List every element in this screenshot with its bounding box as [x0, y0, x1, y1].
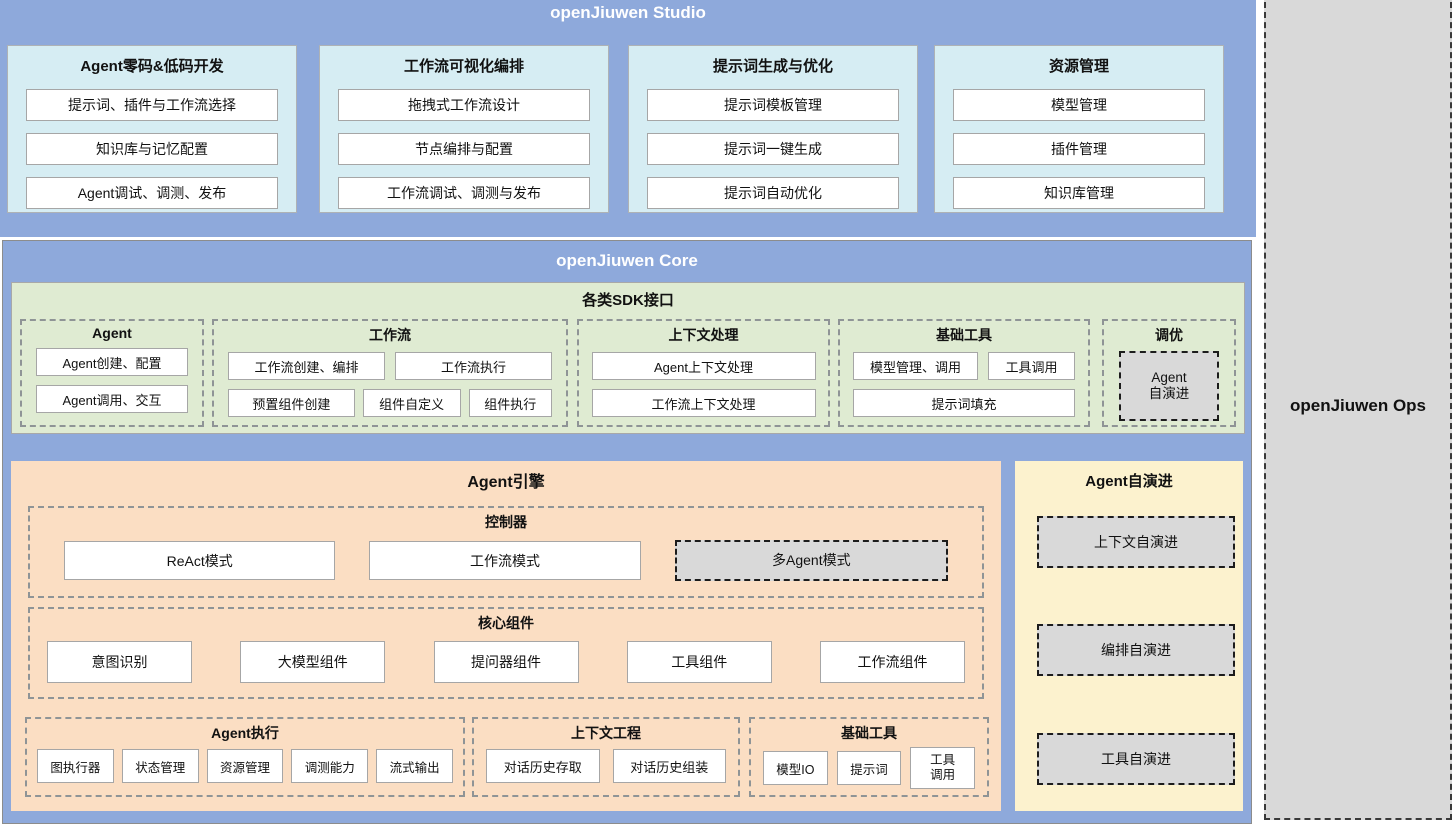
card-item: 知识库管理: [953, 177, 1205, 209]
evolution-item: 工具自演进: [1037, 733, 1235, 785]
card-item: 工作流调试、调测与发布: [338, 177, 590, 209]
group-title: 调优: [1155, 327, 1183, 343]
context-engineering-item: 对话历史组装: [612, 749, 726, 783]
card-item: 提示词、插件与工作流选择: [26, 89, 278, 121]
sdk-item: 工作流执行: [395, 352, 552, 380]
card-items: 提示词、插件与工作流选择 知识库与记忆配置 Agent调试、调测、发布: [26, 89, 278, 209]
evolution-section: Agent自演进 上下文自演进 编排自演进 工具自演进: [1015, 461, 1243, 811]
sdk-item: Agent调用、交互: [36, 385, 188, 413]
card-items: 拖拽式工作流设计 节点编排与配置 工作流调试、调测与发布: [338, 89, 590, 209]
studio-title: openJiuwen Studio: [550, 3, 706, 22]
sdk-item: 工具调用: [988, 352, 1075, 380]
component-item: 提问器组件: [433, 641, 579, 683]
card-title: 工作流可视化编排: [403, 58, 524, 75]
card-title: 提示词生成与优化: [712, 58, 833, 75]
sdk-group-tuning: 调优 Agent 自演进: [1102, 319, 1236, 427]
evolution-item: 上下文自演进: [1037, 516, 1235, 568]
card-item: Agent调试、调测、发布: [26, 177, 278, 209]
sdk-group-agent: Agent Agent创建、配置 Agent调用、交互: [20, 319, 204, 427]
group-title: Agent: [92, 325, 132, 341]
group-title: 上下文工程: [571, 725, 641, 741]
sdk-item: 组件自定义: [362, 389, 461, 417]
engine-group-components: 核心组件 意图识别 大模型组件 提问器组件 工具组件 工作流组件: [28, 607, 984, 699]
basic-tool-item: 工具 调用: [910, 747, 976, 789]
card-item: 知识库与记忆配置: [26, 133, 278, 165]
group-title: 控制器: [485, 514, 527, 530]
component-item: 意图识别: [47, 641, 192, 683]
sdk-item: 模型管理、调用: [853, 352, 979, 380]
execution-item: 流式输出: [376, 749, 453, 783]
card-item: 拖拽式工作流设计: [338, 89, 590, 121]
card-prompt-optimization: 提示词生成与优化 提示词模板管理 提示词一键生成 提示词自动优化: [628, 45, 918, 213]
group-title: 基础工具: [841, 725, 897, 741]
card-title: 资源管理: [1048, 58, 1109, 75]
basic-tool-item: 模型IO: [763, 751, 828, 785]
card-resource-management: 资源管理 模型管理 插件管理 知识库管理: [934, 45, 1224, 213]
card-item: 提示词一键生成: [647, 133, 899, 165]
sdk-group-context: 上下文处理 Agent上下文处理 工作流上下文处理: [577, 319, 830, 427]
execution-item: 图执行器: [37, 749, 114, 783]
group-title: 上下文处理: [668, 327, 739, 343]
controller-item: 工作流模式: [369, 541, 641, 580]
sdk-item-agent-self-evolution: Agent 自演进: [1119, 351, 1219, 421]
execution-item: 状态管理: [121, 749, 199, 783]
sdk-title: 各类SDK接口: [582, 292, 674, 309]
card-item: 模型管理: [953, 89, 1205, 121]
card-item: 节点编排与配置: [338, 133, 590, 165]
engine-title: Agent引擎: [467, 474, 545, 491]
card-item: 提示词自动优化: [647, 177, 899, 209]
sdk-item: Agent上下文处理: [591, 352, 816, 380]
group-title: 基础工具: [936, 327, 992, 343]
ops-title: openJiuwen Ops: [1289, 396, 1427, 415]
basic-tool-item: 提示词: [836, 751, 902, 785]
card-items: 模型管理 插件管理 知识库管理: [953, 89, 1205, 209]
evolution-item: 编排自演进: [1037, 624, 1235, 676]
engine-section: Agent引擎 控制器 ReAct模式 工作流模式 多Agent模式 核心组件 …: [11, 461, 1001, 811]
sdk-group-workflow: 工作流 工作流创建、编排 工作流执行 预置组件创建 组件自定义 组件执行: [212, 319, 568, 427]
component-item: 工具组件: [626, 641, 772, 683]
sdk-item: 提示词填充: [853, 389, 1075, 417]
context-engineering-item: 对话历史存取: [486, 749, 600, 783]
group-title: Agent执行: [211, 725, 279, 741]
controller-item-multi-agent: 多Agent模式: [674, 540, 948, 581]
engine-group-context-engineering: 上下文工程 对话历史存取 对话历史组装: [472, 717, 740, 797]
sdk-item: 工作流创建、编排: [228, 352, 385, 380]
card-workflow-orchestration: 工作流可视化编排 拖拽式工作流设计 节点编排与配置 工作流调试、调测与发布: [319, 45, 609, 213]
card-title: Agent零码&低码开发: [80, 58, 224, 75]
engine-group-controller: 控制器 ReAct模式 工作流模式 多Agent模式: [28, 506, 984, 598]
execution-item: 调测能力: [291, 749, 369, 783]
sdk-item: Agent创建、配置: [36, 348, 188, 376]
card-items: 提示词模板管理 提示词一键生成 提示词自动优化: [647, 89, 899, 209]
card-agent-dev: Agent零码&低码开发 提示词、插件与工作流选择 知识库与记忆配置 Agent…: [7, 45, 297, 213]
card-item: 提示词模板管理: [647, 89, 899, 121]
sdk-item: 组件执行: [468, 389, 552, 417]
sdk-group-basic-tools: 基础工具 模型管理、调用 工具调用 提示词填充: [838, 319, 1090, 427]
sdk-item: 预置组件创建: [228, 389, 355, 417]
ops-section: openJiuwen Ops: [1264, 0, 1452, 820]
card-item: 插件管理: [953, 133, 1205, 165]
component-item: 工作流组件: [820, 641, 965, 683]
core-title: openJiuwen Core: [556, 251, 698, 270]
controller-item: ReAct模式: [64, 541, 336, 580]
studio-band: openJiuwen Studio Agent零码&低码开发 提示词、插件与工作…: [0, 0, 1256, 237]
engine-group-basic-tools: 基础工具 模型IO 提示词 工具 调用: [749, 717, 989, 797]
engine-group-execution: Agent执行 图执行器 状态管理 资源管理 调测能力 流式输出: [25, 717, 465, 797]
group-title: 工作流: [369, 327, 411, 343]
execution-item: 资源管理: [206, 749, 284, 783]
sdk-item: 工作流上下文处理: [591, 389, 816, 417]
evolution-title: Agent自演进: [1085, 473, 1173, 490]
group-title: 核心组件: [478, 615, 534, 631]
sdk-section: 各类SDK接口 Agent Agent创建、配置 Agent调用、交互 工作流 …: [11, 282, 1245, 434]
core-band: openJiuwen Core 各类SDK接口 Agent Agent创建、配置…: [2, 240, 1252, 824]
component-item: 大模型组件: [240, 641, 386, 683]
